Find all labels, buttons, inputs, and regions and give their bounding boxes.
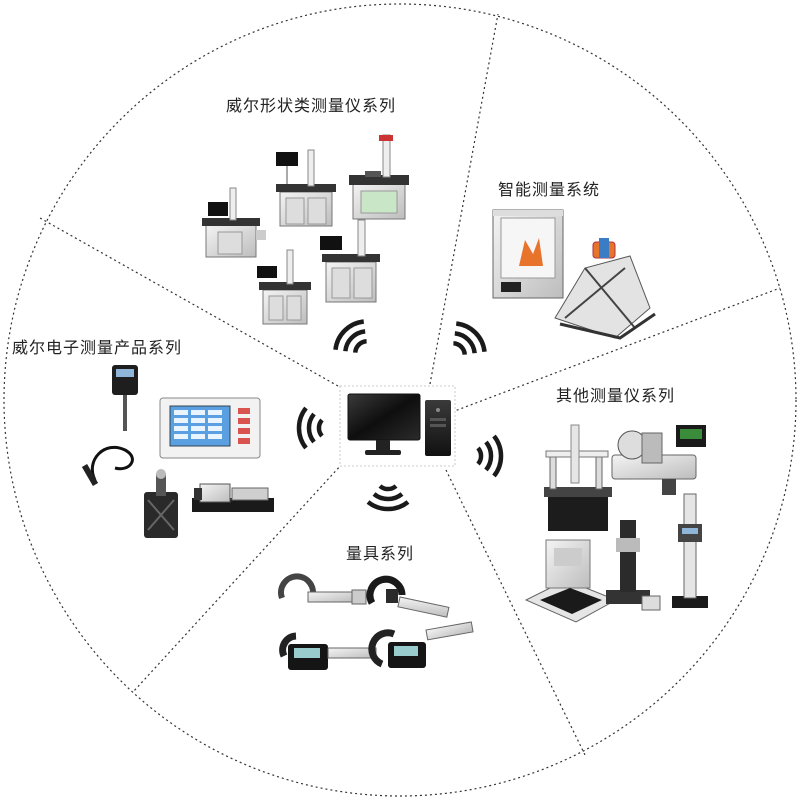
segment-label-smart-system: 智能测量系统 [498, 180, 601, 199]
segment-label-other-series: 其他测量仪系列 [556, 386, 676, 405]
form-machine-1 [202, 187, 266, 258]
linear-sensor-fixture [192, 483, 274, 512]
divider-upper-left [39, 217, 339, 387]
digital-micrometer [279, 632, 377, 670]
divider-lower-left [132, 463, 343, 693]
divider-lower-right [445, 469, 587, 758]
digital-display-unit [159, 397, 261, 459]
digital-caliper-micrometer [368, 621, 474, 668]
divider-upper-right [429, 13, 499, 385]
form-machine-3 [349, 134, 409, 220]
printer-frame [554, 238, 656, 340]
segment-dividers [39, 13, 781, 758]
desktop-computer-icon [339, 385, 456, 467]
signal-right [476, 434, 504, 478]
electronic-gauge-icon [81, 365, 274, 538]
digital-probe [112, 365, 138, 431]
height-gauge-column [606, 520, 661, 611]
segment-label-shape-series: 威尔形状类测量仪系列 [226, 96, 397, 115]
form-machine-2 [276, 149, 336, 227]
printer-cube [492, 209, 564, 299]
segment-label-electronic-series: 威尔电子测量产品系列 [12, 338, 183, 357]
vision-measuring-machine [524, 539, 618, 623]
coordinate-measuring-machine [544, 424, 612, 531]
divider-right [451, 287, 781, 413]
test-stand [144, 469, 178, 538]
3d-printer-icon [492, 209, 656, 340]
signal-top-left [333, 319, 367, 353]
signal-bottom [366, 484, 410, 512]
segment-label-gauge-series: 量具系列 [346, 544, 415, 563]
micrometer-icon [278, 573, 474, 670]
micrometer-2 [366, 575, 450, 618]
height-gauge-tall [672, 493, 708, 608]
optical-comparator [611, 425, 706, 495]
signal-top-right [453, 321, 487, 355]
signal-left [296, 406, 324, 450]
micrometer-1 [278, 573, 367, 605]
form-measuring-instrument-icon [202, 134, 409, 325]
form-machine-4 [257, 249, 311, 325]
cmm-machine-icon [524, 424, 708, 623]
outer-dotted-circle [3, 3, 797, 797]
form-machine-5 [320, 219, 380, 303]
wireless-signal-icon [296, 319, 504, 512]
probe-cable [81, 445, 134, 487]
